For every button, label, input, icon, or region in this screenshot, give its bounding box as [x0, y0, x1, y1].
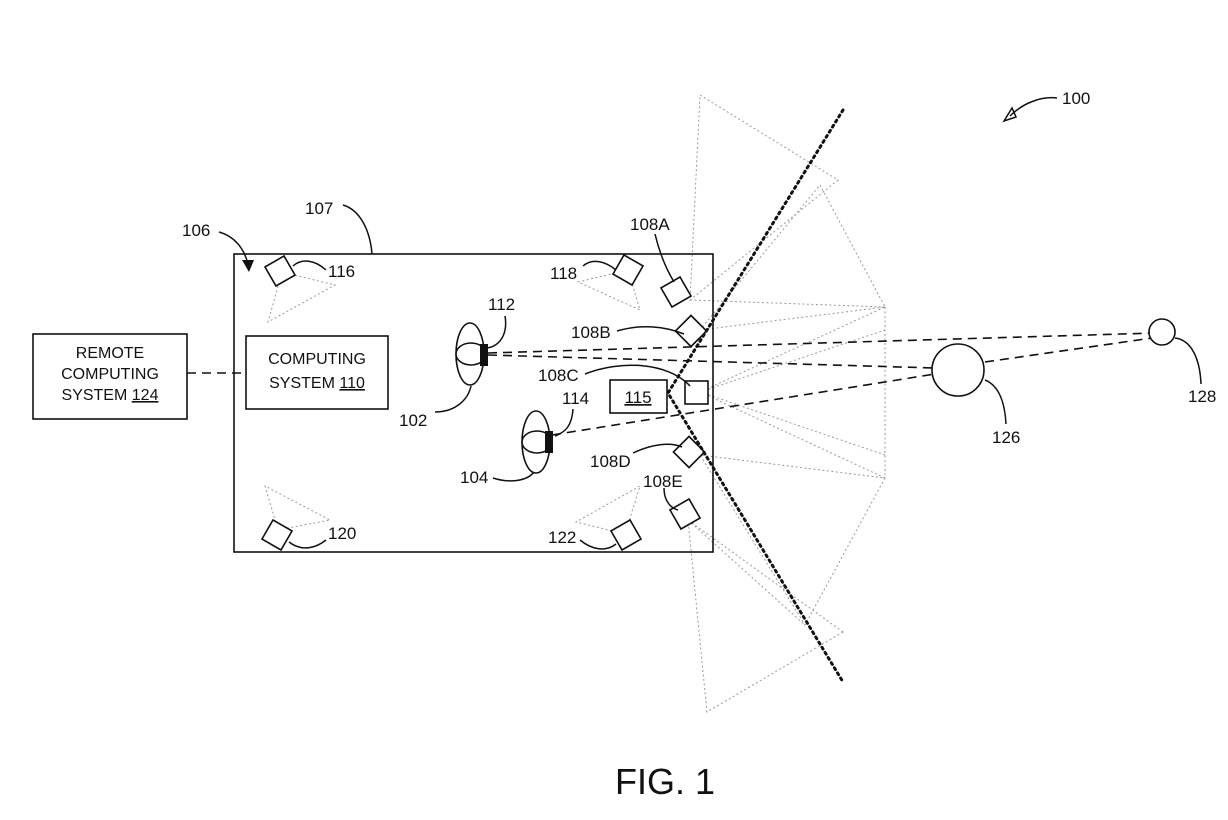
fov-108c [698, 306, 886, 479]
label-107: 107 [305, 199, 333, 218]
leader-108d [632, 443, 683, 454]
sensor-120-icon [260, 518, 294, 552]
display-115-label: 115 [624, 388, 651, 407]
label-108d: 108D [590, 452, 631, 471]
leader-112 [486, 315, 507, 349]
sight-line-1 [487, 332, 1156, 354]
label-116: 116 [328, 262, 355, 281]
leader-102 [434, 385, 472, 413]
sensor-108c-icon [684, 380, 709, 405]
remote-system-line2: COMPUTING [61, 366, 159, 383]
sensor-116-icon [263, 254, 297, 288]
fov-118 [576, 269, 641, 311]
fov-120 [264, 485, 332, 531]
label-126: 126 [992, 428, 1020, 447]
fov-108e [687, 518, 844, 713]
label-106: 106 [182, 221, 210, 240]
label-114: 114 [562, 389, 589, 408]
fov-ray-1 [689, 299, 886, 308]
sensor-118-icon [611, 253, 645, 287]
arrow-106 [242, 260, 254, 272]
label-100: 100 [1062, 89, 1090, 108]
leader-108e [663, 487, 679, 511]
object-128-icon [1148, 318, 1176, 346]
sensor-group [260, 253, 709, 552]
leader-104 [492, 471, 535, 482]
sensor-108a-icon [659, 275, 693, 309]
reference-numerals: 100 106 107 108A 108B 108C 108D 108E 102… [182, 89, 1216, 547]
label-120: 120 [328, 524, 356, 543]
leader-122 [579, 539, 617, 550]
sight-line-3 [551, 373, 936, 436]
computing-system-box [245, 335, 389, 410]
occupant-102 [455, 322, 488, 386]
leader-114 [554, 408, 574, 437]
figure-caption: FIG. 1 [615, 761, 715, 802]
leader-128 [1174, 337, 1202, 385]
remote-system-line1: REMOTE [76, 345, 144, 362]
label-108b: 108B [571, 323, 611, 342]
virtual-boundary [666, 108, 845, 684]
fov-ray-4 [687, 519, 806, 626]
exterior-fov-group [687, 94, 886, 713]
leader-107 [342, 204, 373, 255]
sight-lines [487, 332, 1156, 436]
leader-100 [1009, 96, 1058, 117]
label-122: 122 [548, 528, 576, 547]
leader-108c [584, 364, 691, 387]
label-112: 112 [488, 295, 515, 314]
sensor-108e-icon [668, 497, 702, 531]
camera-112-icon [480, 344, 488, 366]
fov-ray-3 [699, 391, 886, 456]
label-108c: 108C [538, 366, 579, 385]
leader-126 [984, 379, 1007, 425]
computing-system-line1: COMPUTING [268, 351, 366, 368]
leader-116 [292, 260, 327, 271]
camera-114-icon [545, 431, 553, 453]
leader-108a [654, 233, 675, 283]
label-108a: 108A [630, 215, 670, 234]
remote-computing-system-box [32, 333, 188, 420]
fov-108b [698, 184, 886, 331]
leader-108b [616, 325, 685, 335]
fov-122 [574, 484, 641, 535]
arrow-100 [1002, 106, 1018, 123]
sensor-108b-icon [674, 314, 708, 348]
remote-system-line3: SYSTEM 124 [62, 387, 159, 404]
label-128: 128 [1188, 387, 1216, 406]
leader-120 [288, 539, 327, 549]
sight-line-4 [984, 337, 1153, 363]
leader-118 [582, 260, 617, 271]
sensor-122-icon [609, 518, 643, 552]
occupant-104 [521, 410, 553, 474]
label-118: 118 [550, 264, 577, 283]
fov-108d [699, 454, 886, 626]
interior-fov-group [264, 269, 641, 535]
fov-116 [267, 271, 337, 324]
leader-lines [218, 96, 1202, 550]
sensor-108d-icon [672, 435, 706, 469]
label-102: 102 [399, 411, 427, 430]
computing-system-line2: SYSTEM 110 [269, 375, 365, 392]
label-108e: 108E [643, 472, 683, 491]
object-126-icon [931, 343, 985, 397]
display-115-box [609, 379, 668, 414]
fov-ray-2 [699, 329, 886, 393]
label-104: 104 [460, 468, 488, 487]
vehicle-body [233, 253, 714, 553]
